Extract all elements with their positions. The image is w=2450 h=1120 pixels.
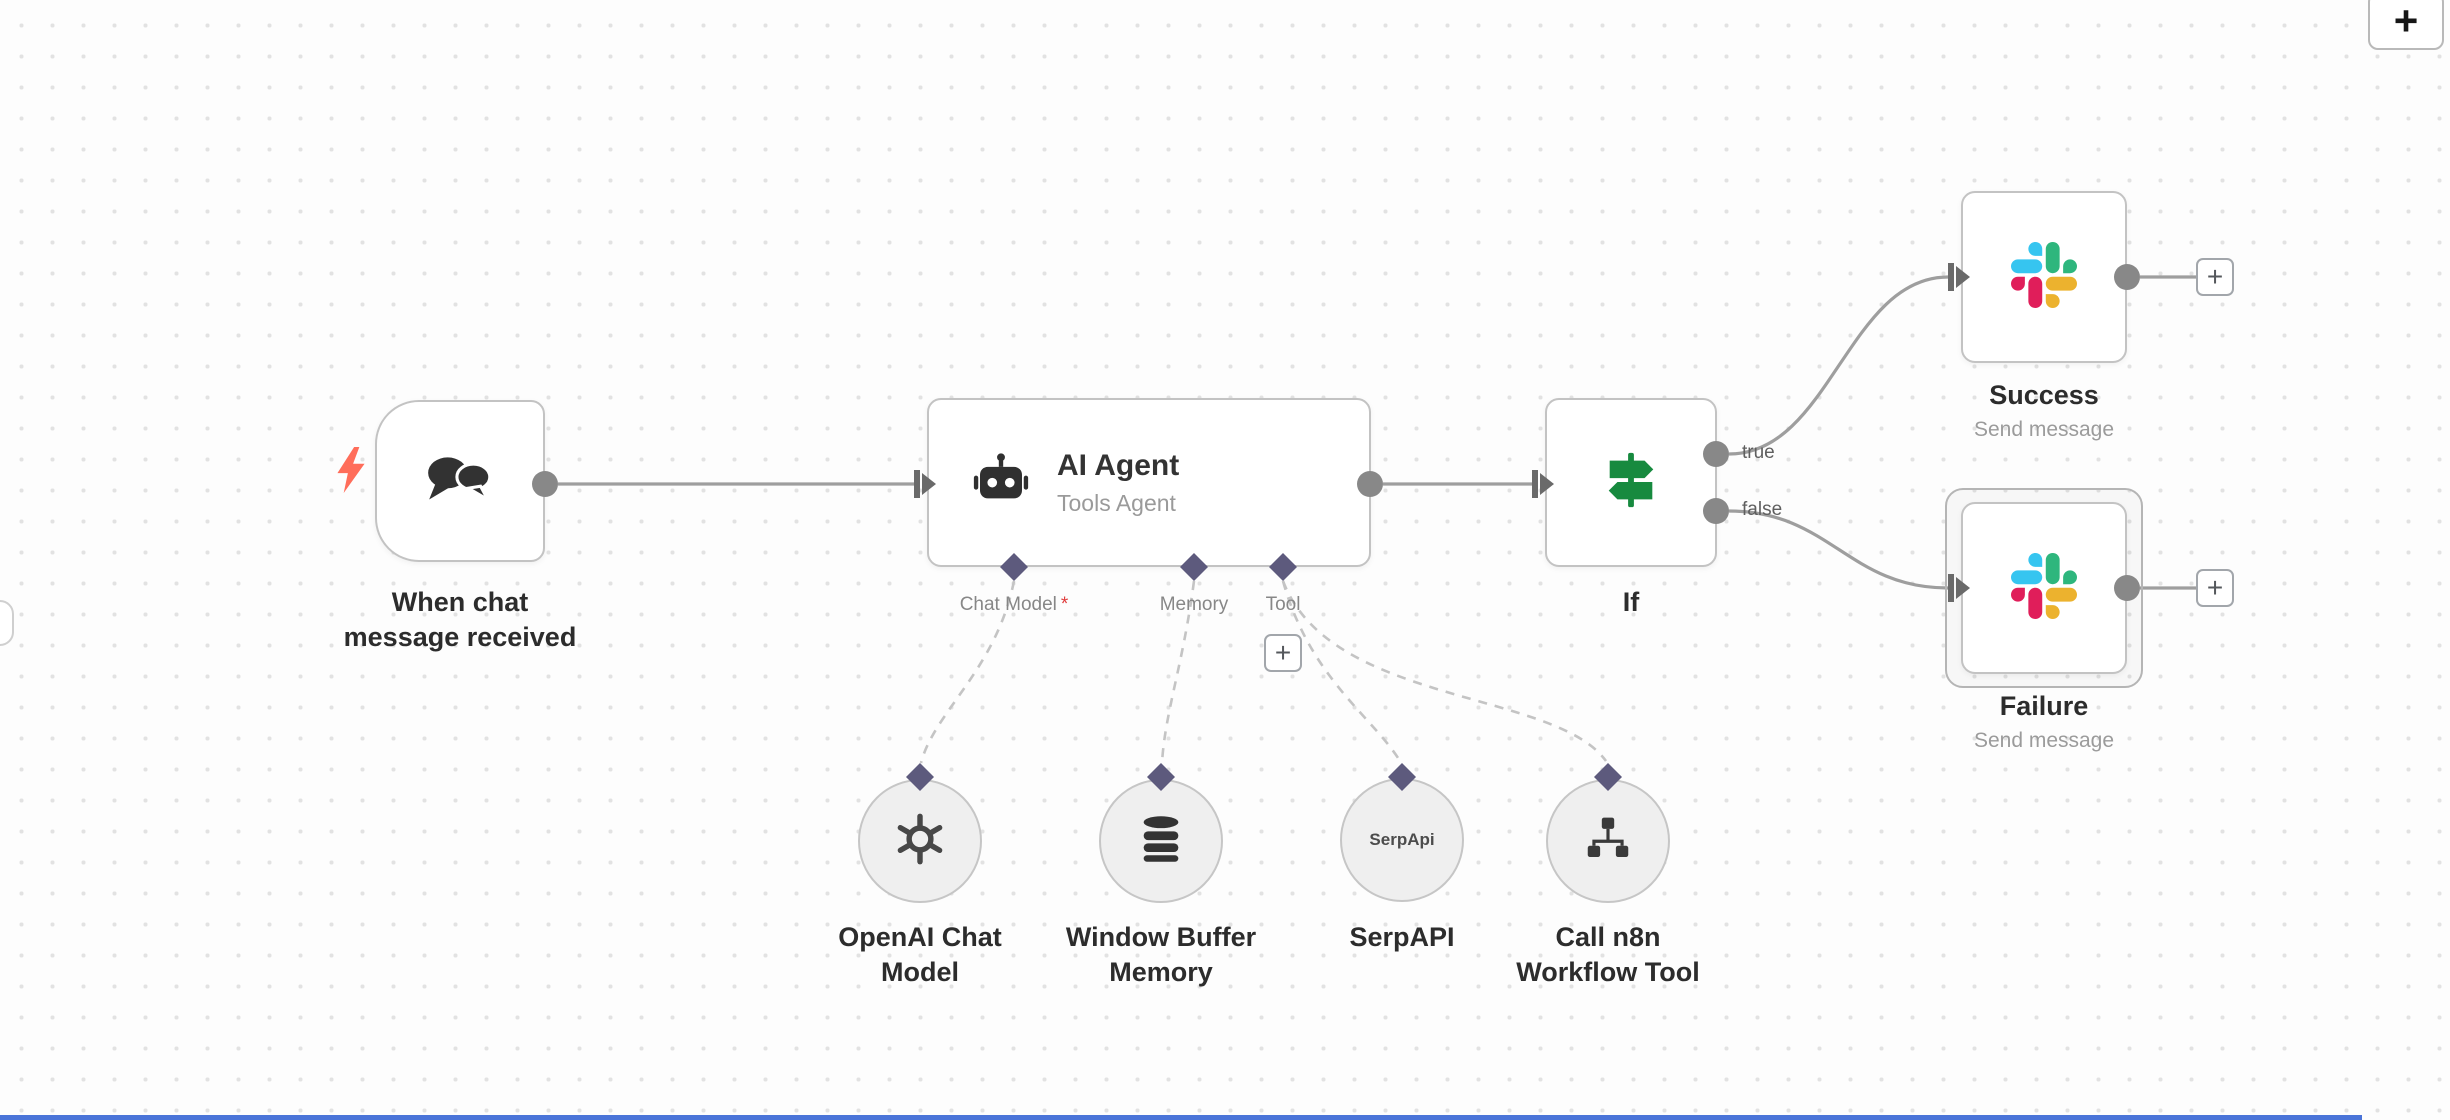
success-title: Success bbox=[1989, 380, 2099, 410]
if-node[interactable] bbox=[1545, 398, 1717, 567]
trigger-node-label: When chat message received bbox=[340, 585, 580, 655]
failure-node-label: Failure Send message bbox=[1924, 689, 2164, 753]
true-branch-label: true bbox=[1742, 442, 1775, 463]
ai-agent-node[interactable]: AI Agent Tools Agent bbox=[927, 398, 1371, 567]
chat-model-port-text: Chat Model bbox=[959, 594, 1057, 615]
success-subtitle: Send message bbox=[1973, 418, 2115, 442]
slack-logo-icon bbox=[2011, 241, 2077, 313]
failure-subtitle: Send message bbox=[1973, 729, 2115, 753]
openai-title: OpenAI Chat Model bbox=[838, 922, 1002, 988]
n8n-tool-title: Call n8n Workflow Tool bbox=[1516, 922, 1700, 988]
if-node-label: If bbox=[1545, 585, 1717, 620]
serpapi-node[interactable]: SerpApi bbox=[1340, 778, 1464, 902]
tool-port-label: Tool bbox=[1193, 594, 1373, 616]
openai-node-label: OpenAI Chat Model bbox=[830, 920, 1010, 990]
panel-toggle-button[interactable] bbox=[0, 600, 14, 646]
buffer-memory-node-label: Window Buffer Memory bbox=[1056, 920, 1266, 990]
robot-icon bbox=[973, 452, 1029, 513]
buffer-memory-title: Window Buffer Memory bbox=[1065, 922, 1257, 988]
tool-port-text: Tool bbox=[1265, 594, 1301, 615]
add-tool-button[interactable]: + bbox=[1264, 634, 1302, 672]
failure-title: Failure bbox=[1999, 691, 2089, 721]
serpapi-logo-text: SerpApi bbox=[1369, 830, 1435, 849]
openai-logo-icon bbox=[891, 810, 949, 873]
connection-if-true-to-success[interactable] bbox=[1728, 275, 1949, 456]
trigger-title: When chat message received bbox=[343, 587, 577, 653]
failure-slack-node[interactable] bbox=[1961, 502, 2127, 674]
connection-tool-to-n8ntool[interactable] bbox=[1281, 580, 1608, 762]
memory-port-label: Memory bbox=[1104, 594, 1284, 616]
serpapi-title: SerpAPI bbox=[1349, 922, 1455, 952]
sitemap-icon bbox=[1581, 812, 1635, 871]
add-node-button[interactable]: + bbox=[2368, 0, 2444, 50]
signpost-icon bbox=[1600, 449, 1662, 516]
n8n-tool-node-label: Call n8n Workflow Tool bbox=[1513, 920, 1703, 990]
required-asterisk: * bbox=[1060, 594, 1069, 615]
agent-text-block: AI Agent Tools Agent bbox=[1057, 449, 1179, 517]
serpapi-node-label: SerpAPI bbox=[1322, 920, 1482, 955]
add-node-after-failure-button[interactable]: + bbox=[2196, 569, 2234, 607]
chat-trigger-node[interactable] bbox=[375, 400, 545, 562]
if-title: If bbox=[1622, 587, 1640, 617]
slack-logo-icon bbox=[2011, 552, 2077, 624]
window-buffer-memory-node[interactable] bbox=[1099, 779, 1223, 903]
success-node-label: Success Send message bbox=[1924, 378, 2164, 442]
openai-chat-model-node[interactable] bbox=[858, 779, 982, 903]
connection-memory-to-buffer[interactable] bbox=[1160, 580, 1196, 764]
horizontal-scrollbar[interactable] bbox=[0, 1115, 2362, 1120]
chat-bubbles-icon bbox=[423, 451, 497, 512]
chat-model-port-label: Chat Model* bbox=[924, 594, 1104, 616]
trigger-lightning-bolt-icon bbox=[334, 446, 368, 499]
connection-tool-to-serpapi[interactable] bbox=[1281, 580, 1402, 762]
database-icon bbox=[1135, 813, 1187, 870]
memory-port-text: Memory bbox=[1159, 594, 1229, 615]
add-node-after-success-button[interactable]: + bbox=[2196, 258, 2234, 296]
agent-title: AI Agent bbox=[1057, 448, 1180, 482]
n8n-workflow-tool-node[interactable] bbox=[1546, 779, 1670, 903]
agent-subtitle: Tools Agent bbox=[1057, 489, 1176, 516]
false-branch-label: false bbox=[1742, 499, 1783, 520]
success-slack-node[interactable] bbox=[1961, 191, 2127, 363]
connection-if-false-to-failure[interactable] bbox=[1728, 509, 1949, 590]
